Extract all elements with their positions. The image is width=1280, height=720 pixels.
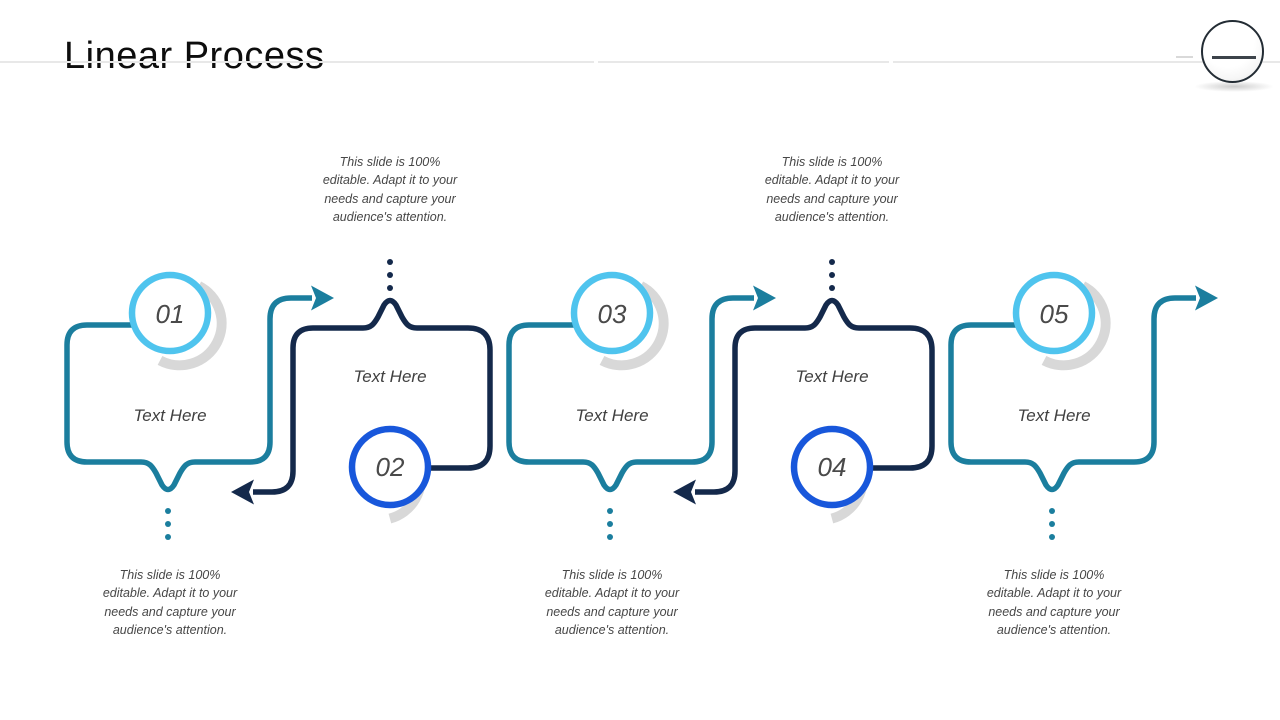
header-divider: [598, 61, 889, 63]
description-line: needs and capture your: [766, 191, 898, 206]
sphere-minus-icon: [1201, 20, 1264, 83]
decorative-dash: [1176, 56, 1193, 58]
step-2-number: 02: [375, 452, 405, 482]
step-4-arrowhead-left-icon: [673, 479, 696, 505]
description-line: needs and capture your: [546, 604, 678, 619]
step-5-arrowhead-right-icon: [1195, 285, 1218, 311]
step-5-label: Text Here: [1017, 406, 1091, 425]
step-2-arrowhead-left-icon: [231, 479, 254, 505]
step-1-number: 01: [155, 299, 185, 329]
description-line: editable. Adapt it to your: [764, 173, 900, 188]
step-1-bubble-outline: [64, 295, 312, 493]
step-1-description: This slide is 100% editable. Adapt it to…: [70, 566, 270, 640]
step-3-label: Text Here: [575, 406, 649, 425]
step-3-arrowhead-right-icon: [753, 285, 776, 311]
step-2-number-circle: [348, 425, 432, 509]
description-line: editable. Adapt it to your: [102, 586, 238, 601]
header-divider: [893, 61, 1280, 63]
description-line: audience's attention.: [332, 210, 448, 225]
step-3-number-circle: [570, 271, 654, 355]
step-4-label: Text Here: [795, 367, 869, 386]
description-line: editable. Adapt it to your: [544, 586, 680, 601]
step-2-bubble-outline: [253, 297, 493, 495]
step-4-dot-trail: [829, 259, 835, 291]
step-3-dot-trail: [607, 508, 613, 540]
description-line: audience's attention.: [554, 623, 670, 638]
step-3-bubble-outline: [506, 295, 754, 493]
description-line: This slide is 100%: [561, 568, 663, 582]
step-5-bubble-outline: [948, 295, 1196, 493]
step-1-gray-arc: [157, 281, 227, 371]
step-4-description: This slide is 100% editable. Adapt it to…: [732, 153, 932, 227]
minus-icon: [1212, 56, 1256, 59]
step-1-label: Text Here: [133, 406, 207, 425]
description-line: needs and capture your: [988, 604, 1120, 619]
step-4-number-circle: [790, 425, 874, 509]
step-2-description: This slide is 100% editable. Adapt it to…: [290, 153, 490, 227]
step-3-shape: [506, 271, 776, 540]
step-3-number: 03: [597, 299, 627, 329]
header-divider: [0, 61, 594, 63]
step-3-description: This slide is 100% editable. Adapt it to…: [512, 566, 712, 640]
step-1-number-circle: [128, 271, 212, 355]
step-4-shape: [673, 259, 935, 524]
step-1-shape: [64, 271, 334, 540]
description-line: This slide is 100%: [781, 155, 883, 169]
description-line: audience's attention.: [112, 623, 228, 638]
step-2-dot-trail: [387, 259, 393, 291]
step-5-number: 05: [1039, 299, 1069, 329]
step-5-description: This slide is 100% editable. Adapt it to…: [954, 566, 1154, 640]
step-1-arrowhead-right-icon: [311, 285, 334, 311]
page-title: Linear Process: [64, 35, 325, 78]
description-line: editable. Adapt it to your: [986, 586, 1122, 601]
sphere-shadow: [1194, 81, 1274, 92]
description-line: needs and capture your: [104, 604, 236, 619]
step-3-gray-arc: [599, 281, 669, 371]
step-4-number: 04: [817, 452, 847, 482]
description-line: This slide is 100%: [339, 155, 441, 169]
description-line: audience's attention.: [996, 623, 1112, 638]
description-line: This slide is 100%: [119, 568, 221, 582]
step-2-label: Text Here: [353, 367, 427, 386]
step-5-dot-trail: [1049, 508, 1055, 540]
description-line: editable. Adapt it to your: [322, 173, 458, 188]
step-2-shape: [231, 259, 493, 524]
step-5-shape: [948, 271, 1218, 540]
step-1-dot-trail: [165, 508, 171, 540]
description-line: audience's attention.: [774, 210, 890, 225]
step-4-bubble-outline: [695, 297, 935, 495]
description-line: This slide is 100%: [1003, 568, 1105, 582]
step-5-gray-arc: [1041, 281, 1111, 371]
step-5-number-circle: [1012, 271, 1096, 355]
description-line: needs and capture your: [324, 191, 456, 206]
